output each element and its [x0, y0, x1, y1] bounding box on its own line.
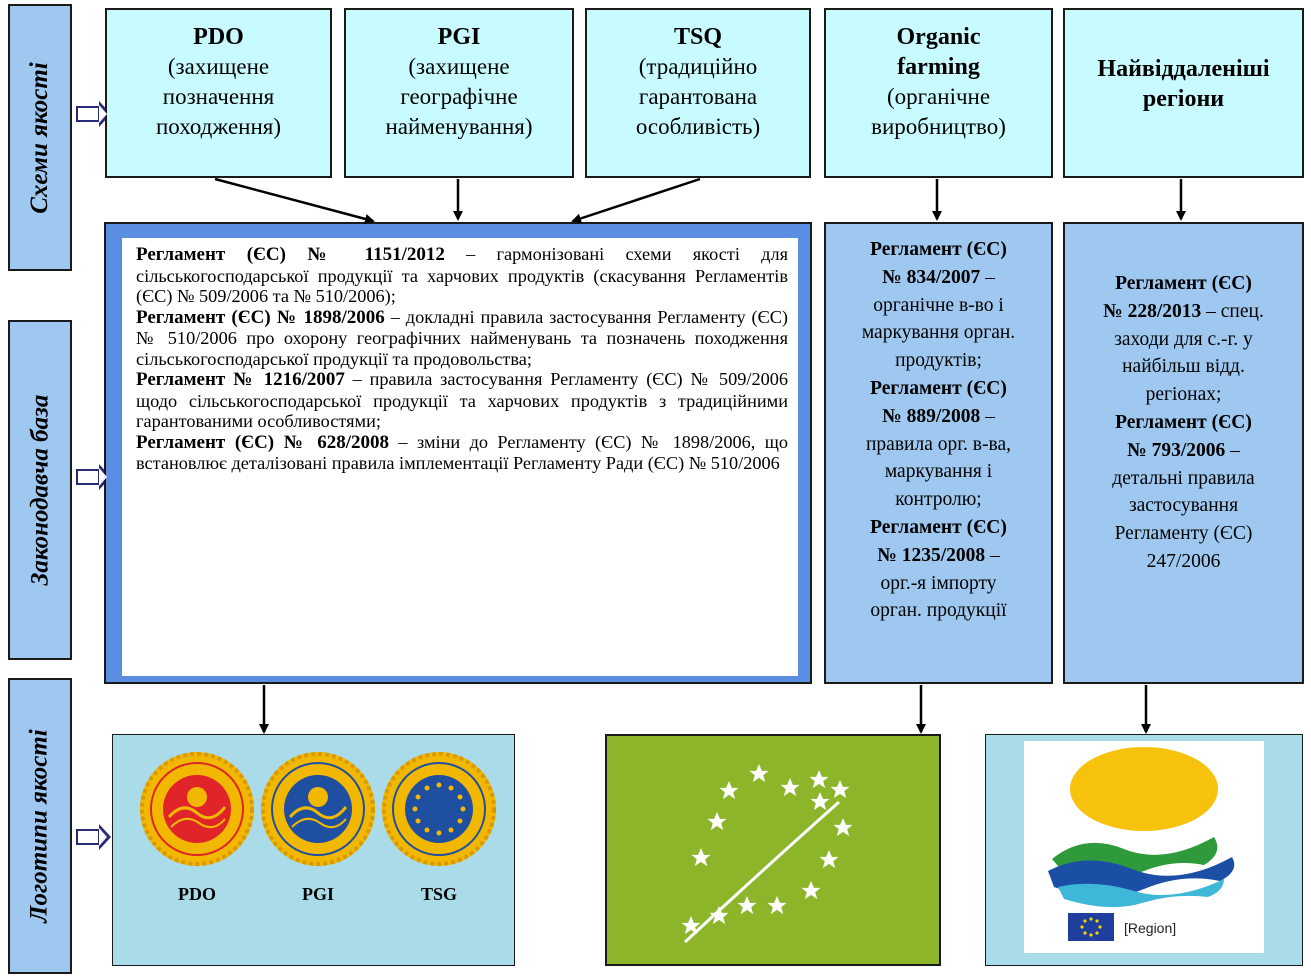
- scheme-organic-sub-1: (органічне: [886, 84, 991, 109]
- law-regions-box: Регламент (ЄС) № 228/2013 – спец. заходи…: [1063, 222, 1304, 684]
- scheme-regions-title-2: регіони: [1142, 86, 1225, 112]
- eu-quality-logos-panel: PDO PGI TSG: [112, 734, 515, 966]
- law-main-item-2: Регламент (ЄС) № 1898/2006 – докладні пр…: [136, 307, 788, 370]
- law-regions-reg-1a: Регламент (ЄС): [1115, 273, 1252, 294]
- eu-flag-icon: [1068, 913, 1114, 941]
- scheme-organic: Organic farming (органічне виробництво): [824, 8, 1053, 178]
- law-organic-reg-3b: № 1235/2008: [877, 544, 986, 566]
- law-main-desc-2: – докладні правила застосування Регламен…: [136, 306, 788, 369]
- law-main-reg-2: Регламент (ЄС) № 1898/2006: [136, 306, 385, 328]
- law-regions-desc-1a: спец.: [1220, 300, 1264, 322]
- scheme-pdo-sub-3: походження): [155, 114, 282, 139]
- law-regions-reg-2a: Регламент (ЄС): [1115, 411, 1252, 433]
- law-main-item-3: Регламент № 1216/2007 – правила застосув…: [136, 369, 788, 432]
- arrow-pdo-to-law: [214, 177, 375, 224]
- law-regions-desc-1b: заходи для с.-г. у: [1114, 328, 1253, 350]
- law-organic-desc-2c: контролю;: [895, 489, 982, 511]
- law-regions-desc-2d: 247/2006: [1146, 550, 1221, 572]
- law-organic-reg-2b: № 889/2008: [882, 405, 981, 427]
- law-organic-reg-3a: Регламент (ЄС): [870, 516, 1007, 538]
- law-main-reg-1: Регламент (ЄС) № 1151/2012: [136, 244, 445, 265]
- law-organic-desc-2b: маркування і: [884, 461, 993, 483]
- law-organic-desc-1a: органічне в-во і: [873, 294, 1004, 316]
- scheme-pdo-sub-2: позначення: [162, 84, 275, 109]
- side-label-logos: Логотипи якості: [8, 678, 72, 974]
- law-main-reg-4: Регламент (ЄС) № 628/2008: [136, 431, 390, 453]
- scheme-tsq-sub-1: (традиційно: [638, 54, 758, 79]
- law-organic-reg-1a: Регламент (ЄС): [870, 239, 1007, 260]
- law-organic-desc-3b: орган. продукції: [870, 600, 1007, 622]
- law-main-desc-3: – правила застосування Регламенту (ЄС) №…: [136, 369, 789, 431]
- scheme-organic-sub-2: виробництво): [871, 114, 1006, 139]
- tsg-seal-icon: [382, 752, 496, 866]
- law-regions-desc-1d: регіонах;: [1145, 384, 1222, 406]
- tsg-logo-label: TSG: [421, 884, 457, 904]
- law-regions-desc-2c: Регламенту (ЄС): [1114, 523, 1253, 545]
- law-organic-desc-3a: орг.-я імпорту: [880, 572, 997, 594]
- law-regions-desc-2a: детальні правила: [1112, 467, 1255, 489]
- scheme-pdo-title: PDO: [193, 24, 244, 50]
- scheme-pgi-sub-2: географічне: [400, 84, 518, 109]
- scheme-pdo: PDO (захищене позначення походження): [105, 8, 332, 178]
- logos-connector-arrow: [76, 824, 111, 850]
- scheme-pdo-sub-1: (захищене: [167, 54, 270, 79]
- schemes-connector-arrow: [76, 101, 111, 127]
- law-main-box: Регламент (ЄС) № 1151/2012 – гармонізова…: [104, 222, 812, 684]
- arrow-tsq-to-law: [571, 177, 701, 224]
- scheme-tsq-title: TSQ: [673, 24, 723, 50]
- law-organic-box: Регламент (ЄС) № 834/2007 – органічне в-…: [824, 222, 1053, 684]
- law-main-item-1: Регламент (ЄС) № 1151/2012 – гармонізова…: [136, 244, 788, 307]
- law-regions-desc-1c: найбільш відд.: [1122, 356, 1245, 378]
- law-regions-reg-1b: № 228/2013: [1103, 300, 1202, 322]
- scheme-pgi-title: PGI: [437, 24, 481, 50]
- scheme-regions: Найвіддаленіші регіони: [1063, 8, 1304, 178]
- pgi-seal-icon: [261, 752, 375, 866]
- scheme-pgi-sub-1: (захищене: [408, 54, 510, 79]
- law-main-desc-1: – гармонізовані схеми якості для сільськ…: [136, 244, 788, 306]
- scheme-tsq-sub-3: особливість): [635, 114, 761, 139]
- scheme-organic-title-2: farming: [897, 54, 980, 80]
- quality-seals: PDO PGI TSG: [140, 752, 496, 904]
- law-main-reg-3: Регламент № 1216/2007: [136, 369, 345, 390]
- law-regions-desc-2b: застосування: [1128, 495, 1239, 517]
- law-organic-desc-1b: маркування орган.: [861, 322, 1016, 344]
- scheme-pgi: PGI (захищене географічне найменування): [344, 8, 574, 178]
- region-flag-label: [Region]: [1124, 920, 1176, 936]
- law-regions-reg-2b: № 793/2006: [1127, 439, 1226, 461]
- pdo-seal-icon: [140, 752, 254, 866]
- law-organic-desc-2a: правила орг. в-ва,: [866, 433, 1011, 455]
- outermost-regions-logo: [Region]: [1024, 741, 1264, 953]
- eu-organic-leaf-icon: [681, 764, 853, 944]
- law-main-item-4: Регламент (ЄС) № 628/2008 – зміни до Рег…: [136, 432, 788, 474]
- pgi-logo-label: PGI: [302, 884, 334, 904]
- law-organic-desc-1c: продуктів;: [895, 350, 982, 372]
- outermost-regions-logo-panel: [Region]: [985, 734, 1303, 966]
- scheme-pgi-sub-3: найменування): [385, 114, 533, 139]
- side-label-schemes: Схеми якості: [8, 4, 72, 271]
- scheme-regions-title-1: Найвіддаленіші: [1097, 56, 1270, 82]
- scheme-tsq: TSQ (традиційно гарантована особливість): [585, 8, 811, 178]
- eu-organic-logo: [605, 734, 941, 966]
- scheme-tsq-sub-2: гарантована: [638, 84, 758, 109]
- sun-waves-icon: [Region]: [1048, 747, 1235, 941]
- pdo-logo-label: PDO: [178, 884, 216, 904]
- law-organic-reg-1b: № 834/2007: [882, 266, 981, 288]
- law-main-text: Регламент (ЄС) № 1151/2012 – гармонізова…: [122, 238, 798, 676]
- side-label-law: Законодавча база: [8, 320, 72, 660]
- law-organic-reg-2a: Регламент (ЄС): [870, 377, 1007, 399]
- law-main-desc-4: – зміни до Регламенту (ЄС) № 1898/2006, …: [136, 431, 788, 474]
- scheme-organic-title-1: Organic: [896, 24, 981, 50]
